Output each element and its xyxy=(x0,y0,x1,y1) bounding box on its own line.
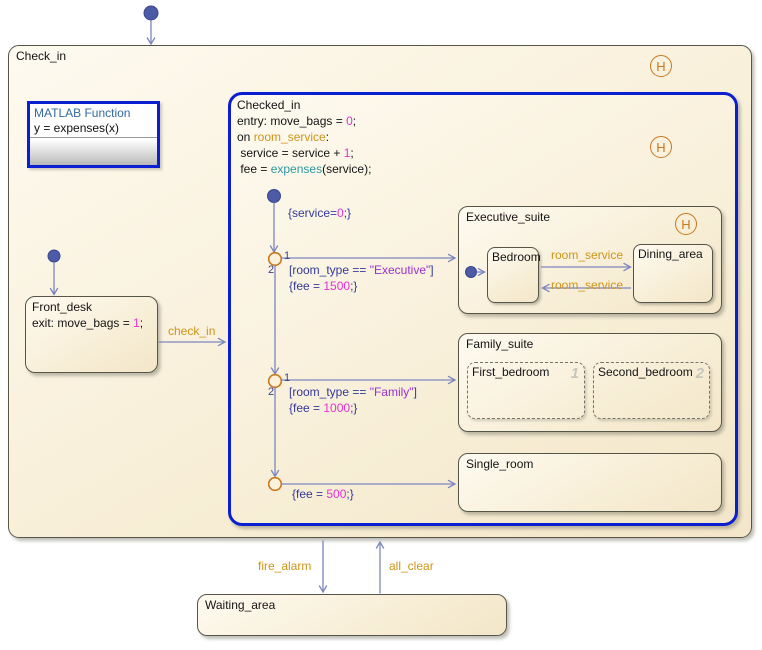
label-text: [room_type == xyxy=(289,263,370,277)
history-label: H xyxy=(656,139,666,155)
label-text: ;} xyxy=(350,279,358,293)
transition-label-room-service-bottom[interactable]: room_service xyxy=(551,278,624,292)
state-title: Bedroom xyxy=(488,248,541,264)
transition-label-single-fee[interactable]: {fee = 500;} xyxy=(292,487,354,501)
exit-action-line: exit: move_bags = 1; xyxy=(32,315,157,331)
state-front-desk[interactable]: Front_desk exit: move_bags = 1; xyxy=(25,296,158,373)
state-label: Executive_suite xyxy=(466,210,551,224)
transition-label-init-action[interactable]: {service=0;} xyxy=(288,206,351,220)
state-title: Second_bedroom xyxy=(594,363,709,379)
state-label: Checked_in xyxy=(237,98,301,112)
junction1-port1-number: 1 xyxy=(284,250,291,262)
state-first-bedroom[interactable]: First_bedroom 1 xyxy=(467,362,585,419)
state-label: Dining_area xyxy=(638,247,703,261)
state-label: Front_desk xyxy=(32,300,93,314)
code-text: fee = xyxy=(237,162,271,176)
default-transition-check-in[interactable] xyxy=(143,5,159,46)
label-text: {fee = xyxy=(292,487,327,501)
state-title: Checked_in xyxy=(237,97,735,113)
state-title: First_bedroom xyxy=(468,363,584,379)
junction2-port2-number: 2 xyxy=(268,386,275,398)
code-event: room_service xyxy=(253,130,326,144)
label-number: 1000 xyxy=(323,401,351,415)
label-number: 500 xyxy=(326,487,347,501)
state-title: Waiting_area xyxy=(198,595,506,612)
transition-label-check-in[interactable]: check_in xyxy=(168,324,216,338)
transition-all-clear[interactable] xyxy=(375,540,385,594)
state-label: Family_suite xyxy=(466,337,534,351)
code-text: service = service + xyxy=(237,146,344,160)
transition-label-all-clear[interactable]: all_clear xyxy=(389,559,434,573)
state-dining-area[interactable]: Dining_area xyxy=(633,244,713,303)
matlab-function-title: MATLAB Function xyxy=(34,106,131,120)
transition-label-executive-fee[interactable]: {fee = 1500;} xyxy=(289,279,357,293)
state-second-bedroom[interactable]: Second_bedroom 2 xyxy=(593,362,710,419)
code-number: 1 xyxy=(343,146,351,160)
entry-action-line: entry: move_bags = 0; xyxy=(237,113,735,129)
history-junction-check-in[interactable]: H xyxy=(650,55,672,77)
code-text: on xyxy=(237,130,254,144)
service-action-line: service = service + 1; xyxy=(237,145,735,161)
parallel-order-number: 1 xyxy=(570,365,579,382)
transition-fire-alarm[interactable] xyxy=(318,540,328,594)
matlab-function-body xyxy=(30,141,157,165)
state-label: First_bedroom xyxy=(472,365,550,379)
label-text: ] xyxy=(413,385,417,399)
transition-label-room-service-top[interactable]: room_service xyxy=(551,248,624,262)
label-number: 0 xyxy=(337,206,344,220)
on-event-line: on room_service: xyxy=(237,129,735,145)
state-label: Single_room xyxy=(466,457,534,471)
state-title: Dining_area xyxy=(634,245,712,261)
code-text: ; xyxy=(352,114,357,128)
history-label: H xyxy=(656,58,666,74)
label-string: "Family" xyxy=(369,385,414,399)
history-junction-checked-in[interactable]: H xyxy=(650,136,672,158)
junction1-port2-number: 2 xyxy=(268,264,275,276)
code-function: expenses xyxy=(270,162,323,176)
code-text: entry: move_bags = xyxy=(237,114,347,128)
code-number: 0 xyxy=(346,114,353,128)
state-single-room[interactable]: Single_room xyxy=(458,453,722,512)
code-number: 1 xyxy=(133,316,140,330)
transition-label-fire-alarm[interactable]: fire_alarm xyxy=(258,559,312,573)
state-title: Check_in xyxy=(9,46,751,63)
fee-action-line: fee = expenses(service); xyxy=(237,161,735,177)
code-text: ; xyxy=(139,316,144,330)
state-title: Family_suite xyxy=(459,334,721,351)
label-text: {service= xyxy=(288,206,338,220)
label-text: ;} xyxy=(350,401,358,415)
state-label: Second_bedroom xyxy=(598,365,693,379)
label-string: "Executive" xyxy=(369,263,431,277)
label-text: [room_type == xyxy=(289,385,370,399)
history-junction-executive-suite[interactable]: H xyxy=(675,213,697,235)
transition-label-family-fee[interactable]: {fee = 1000;} xyxy=(289,401,357,415)
transition-label-family-condition[interactable]: [room_type == "Family"] xyxy=(289,385,417,399)
label-text: ] xyxy=(430,263,434,277)
state-family-suite[interactable]: Family_suite xyxy=(458,333,722,432)
parallel-order-number: 2 xyxy=(695,365,704,382)
code-text: (service); xyxy=(322,162,372,176)
label-text: ;} xyxy=(346,487,354,501)
transition-label-executive-condition[interactable]: [room_type == "Executive"] xyxy=(289,263,434,277)
state-title: Single_room xyxy=(459,454,721,471)
state-waiting-area[interactable]: Waiting_area xyxy=(197,594,507,636)
state-title: Front_desk xyxy=(32,299,157,315)
code-text: exit: move_bags = xyxy=(32,316,134,330)
state-bedroom[interactable]: Bedroom xyxy=(487,247,541,303)
label-number: 1500 xyxy=(323,279,351,293)
label-text: {fee = xyxy=(289,401,324,415)
matlab-function-signature: y = expenses(x) xyxy=(30,120,157,138)
state-label: Waiting_area xyxy=(205,598,276,612)
history-label: H xyxy=(681,216,691,232)
code-text: ; xyxy=(350,146,354,160)
matlab-function-block[interactable]: MATLAB Function y = expenses(x) xyxy=(27,101,160,168)
label-text: ;} xyxy=(343,206,352,220)
state-label: Check_in xyxy=(16,49,67,63)
state-title: Executive_suite xyxy=(459,207,721,224)
code-text: : xyxy=(325,130,330,144)
state-label: Bedroom xyxy=(492,250,541,264)
label-text: {fee = xyxy=(289,279,324,293)
junction2-port1-number: 1 xyxy=(284,372,291,384)
